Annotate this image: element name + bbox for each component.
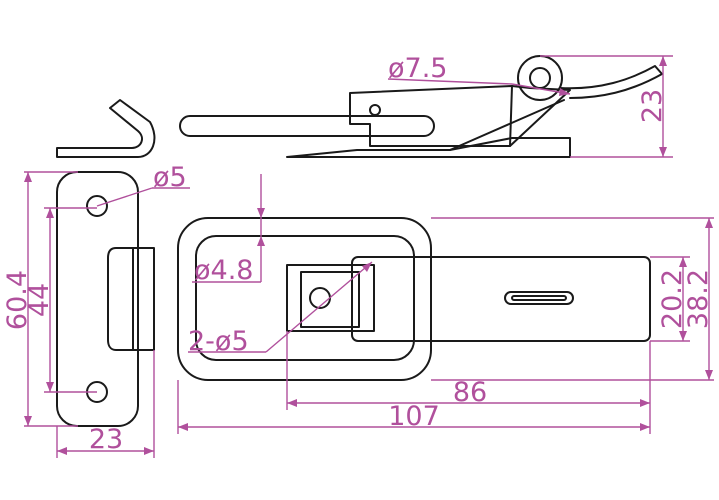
hook-profile [56, 99, 156, 158]
inner-loop [195, 235, 415, 361]
dimension-labels: ø7.5 23 ø5 60.4 44 23 ø4.8 2-ø5 86 107 2… [2, 53, 714, 455]
ring-hole [529, 67, 551, 89]
pivot-bracket [286, 264, 375, 332]
latch-slot-inner [511, 295, 567, 301]
plate-top-hole [86, 195, 108, 217]
dim-plate-width: 23 [89, 424, 123, 455]
latch-slot [504, 291, 574, 305]
dim-latch-body-length: 86 [453, 377, 487, 408]
bracket-hole [309, 287, 331, 309]
pull-rod [179, 115, 435, 137]
mounting-plate-view [56, 171, 155, 427]
lever-edge [449, 99, 565, 151]
dim-top-height: 23 [637, 89, 668, 123]
dim-top-hole-dia: ø7.5 [388, 53, 447, 84]
dim-plate-height-overall: 60.4 [2, 270, 33, 330]
mounting-plate [56, 171, 139, 427]
lever-lower-plate [286, 137, 571, 158]
ring-eye [517, 55, 563, 101]
lever-web [509, 85, 513, 147]
dim-latch-overall-length: 107 [388, 401, 440, 432]
outer-loop [177, 217, 432, 381]
dim-latch-arm-width: 20.2 [657, 269, 688, 329]
dim-plate-hole-dia: ø5 [153, 162, 187, 193]
dim-latch-hole-dia: ø4.8 [194, 255, 253, 286]
dim-plate-hole-spacing: 44 [24, 283, 55, 317]
plate-hook-tab [107, 247, 155, 351]
latch-plan-view [177, 217, 651, 381]
spring-arm [559, 65, 663, 99]
dim-latch-overall-width: 38.2 [683, 269, 714, 329]
pivot-bracket-inner [300, 271, 360, 328]
dimension-lines [24, 55, 714, 458]
dim-latch-two-holes: 2-ø5 [188, 326, 249, 357]
latch-arm [351, 256, 651, 342]
lever-pivot-hole [369, 104, 381, 116]
latch-side-view [56, 55, 663, 158]
